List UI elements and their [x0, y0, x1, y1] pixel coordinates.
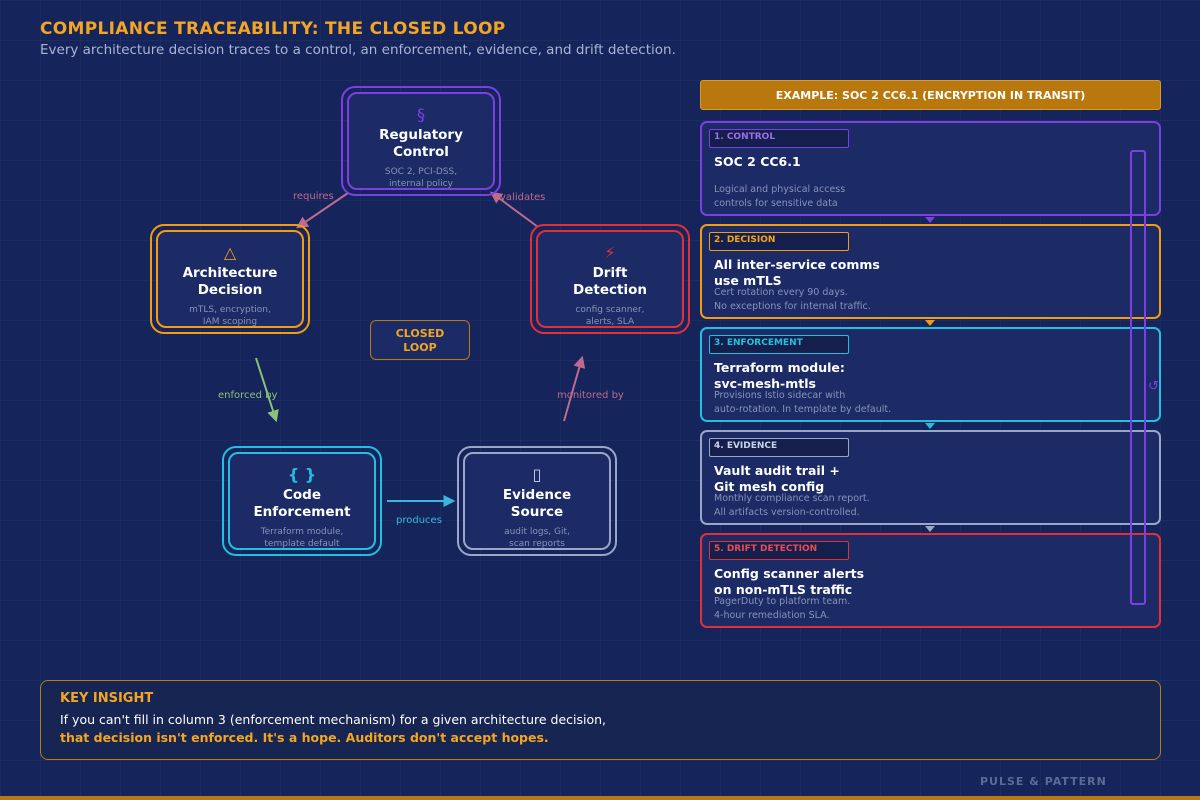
bottom-accent-bar: [0, 796, 1200, 800]
node-subtitle: SOC 2, PCI-DSS, internal policy: [384, 167, 458, 189]
step-tag: 1. CONTROL: [709, 129, 849, 148]
step-description: Cert rotation every 90 days. No exceptio…: [714, 287, 871, 312]
node-title: Evidence Source: [502, 487, 572, 520]
step-tag: 4. EVIDENCE: [709, 438, 849, 457]
page-title: COMPLIANCE TRACEABILITY: THE CLOSED LOOP: [40, 19, 506, 39]
chevron-down-icon: [925, 423, 935, 429]
example-header: EXAMPLE: SOC 2 CC6.1 (ENCRYPTION IN TRAN…: [700, 80, 1161, 110]
loop-arrow-icon: ↺: [1148, 379, 1159, 394]
lightning-icon: ⚡: [604, 243, 616, 262]
node-drift-detection[interactable]: ⚡ Drift Detection config scanner, alerts…: [530, 224, 690, 334]
section-icon: §: [417, 105, 425, 124]
step-card-evidence[interactable]: 4. EVIDENCE Vault audit trail + Git mesh…: [700, 430, 1161, 525]
edge-label-requires: requires: [293, 191, 334, 202]
node-subtitle: audit logs, Git, scan reports: [504, 527, 570, 549]
closed-loop-badge: CLOSED LOOP: [370, 320, 470, 360]
arrow-requires: [296, 192, 349, 229]
edge-label-enforced-by: enforced by: [218, 390, 278, 401]
step-title: All inter-service comms use mTLS: [714, 257, 880, 288]
chevron-down-icon: [925, 526, 935, 532]
chevron-down-icon: [925, 217, 935, 223]
node-code-enforcement[interactable]: { } Code Enforcement Terraform module, t…: [222, 446, 382, 556]
loop-back-rail: [1130, 150, 1146, 605]
arrow-monitored-by: [563, 355, 586, 422]
node-subtitle: Terraform module, template default: [260, 527, 344, 549]
step-tag: 3. ENFORCEMENT: [709, 335, 849, 354]
braces-icon: { }: [287, 465, 317, 484]
step-card-drift-detection[interactable]: 5. DRIFT DETECTION Config scanner alerts…: [700, 533, 1161, 628]
step-card-enforcement[interactable]: 3. ENFORCEMENT Terraform module: svc-mes…: [700, 327, 1161, 422]
step-card-control[interactable]: 1. CONTROL SOC 2 CC6.1 Logical and physi…: [700, 121, 1161, 216]
step-title: Vault audit trail + Git mesh config: [714, 463, 840, 494]
step-card-decision[interactable]: 2. DECISION All inter-service comms use …: [700, 224, 1161, 319]
node-regulatory-control[interactable]: § Regulatory Control SOC 2, PCI-DSS, int…: [341, 86, 501, 196]
page-subtitle: Every architecture decision traces to a …: [40, 42, 676, 58]
clipboard-icon: ▯: [532, 465, 542, 484]
step-description: Logical and physical access controls for…: [714, 184, 846, 209]
node-title: Architecture Decision: [182, 265, 278, 298]
step-title: Terraform module: svc-mesh-mtls: [714, 360, 845, 391]
arrow-enforced-by: [255, 357, 279, 423]
step-tag: 2. DECISION: [709, 232, 849, 251]
node-title: Code Enforcement: [253, 487, 351, 520]
step-description: Monthly compliance scan report. All arti…: [714, 493, 870, 518]
insight-emphasis: that decision isn't enforced. It's a hop…: [60, 730, 549, 745]
step-tag: 5. DRIFT DETECTION: [709, 541, 849, 560]
edge-label-monitored-by: monitored by: [557, 390, 624, 401]
insight-title: KEY INSIGHT: [60, 691, 154, 706]
node-title: Drift Detection: [573, 265, 647, 298]
step-title: Config scanner alerts on non-mTLS traffi…: [714, 566, 865, 597]
node-subtitle: config scanner, alerts, SLA: [575, 305, 645, 327]
edge-label-validates: validates: [500, 192, 546, 203]
step-title: SOC 2 CC6.1: [714, 154, 801, 169]
step-description: PagerDuty to platform team. 4-hour remed…: [714, 596, 851, 621]
node-architecture-decision[interactable]: △ Architecture Decision mTLS, encryption…: [150, 224, 310, 334]
step-description: Provisions Istio sidecar with auto-rotat…: [714, 390, 892, 415]
chevron-down-icon: [925, 320, 935, 326]
arrow-validates: [490, 191, 539, 228]
key-insight-box: KEY INSIGHT If you can't fill in column …: [40, 680, 1161, 760]
node-title: Regulatory Control: [379, 127, 463, 160]
footer-brand: PULSE & PATTERN: [980, 775, 1107, 788]
warning-triangle-icon: △: [223, 243, 237, 262]
node-evidence-source[interactable]: ▯ Evidence Source audit logs, Git, scan …: [457, 446, 617, 556]
insight-text: If you can't fill in column 3 (enforceme…: [60, 712, 607, 727]
node-subtitle: mTLS, encryption, IAM scoping: [189, 305, 271, 327]
edge-label-produces: produces: [396, 515, 442, 526]
